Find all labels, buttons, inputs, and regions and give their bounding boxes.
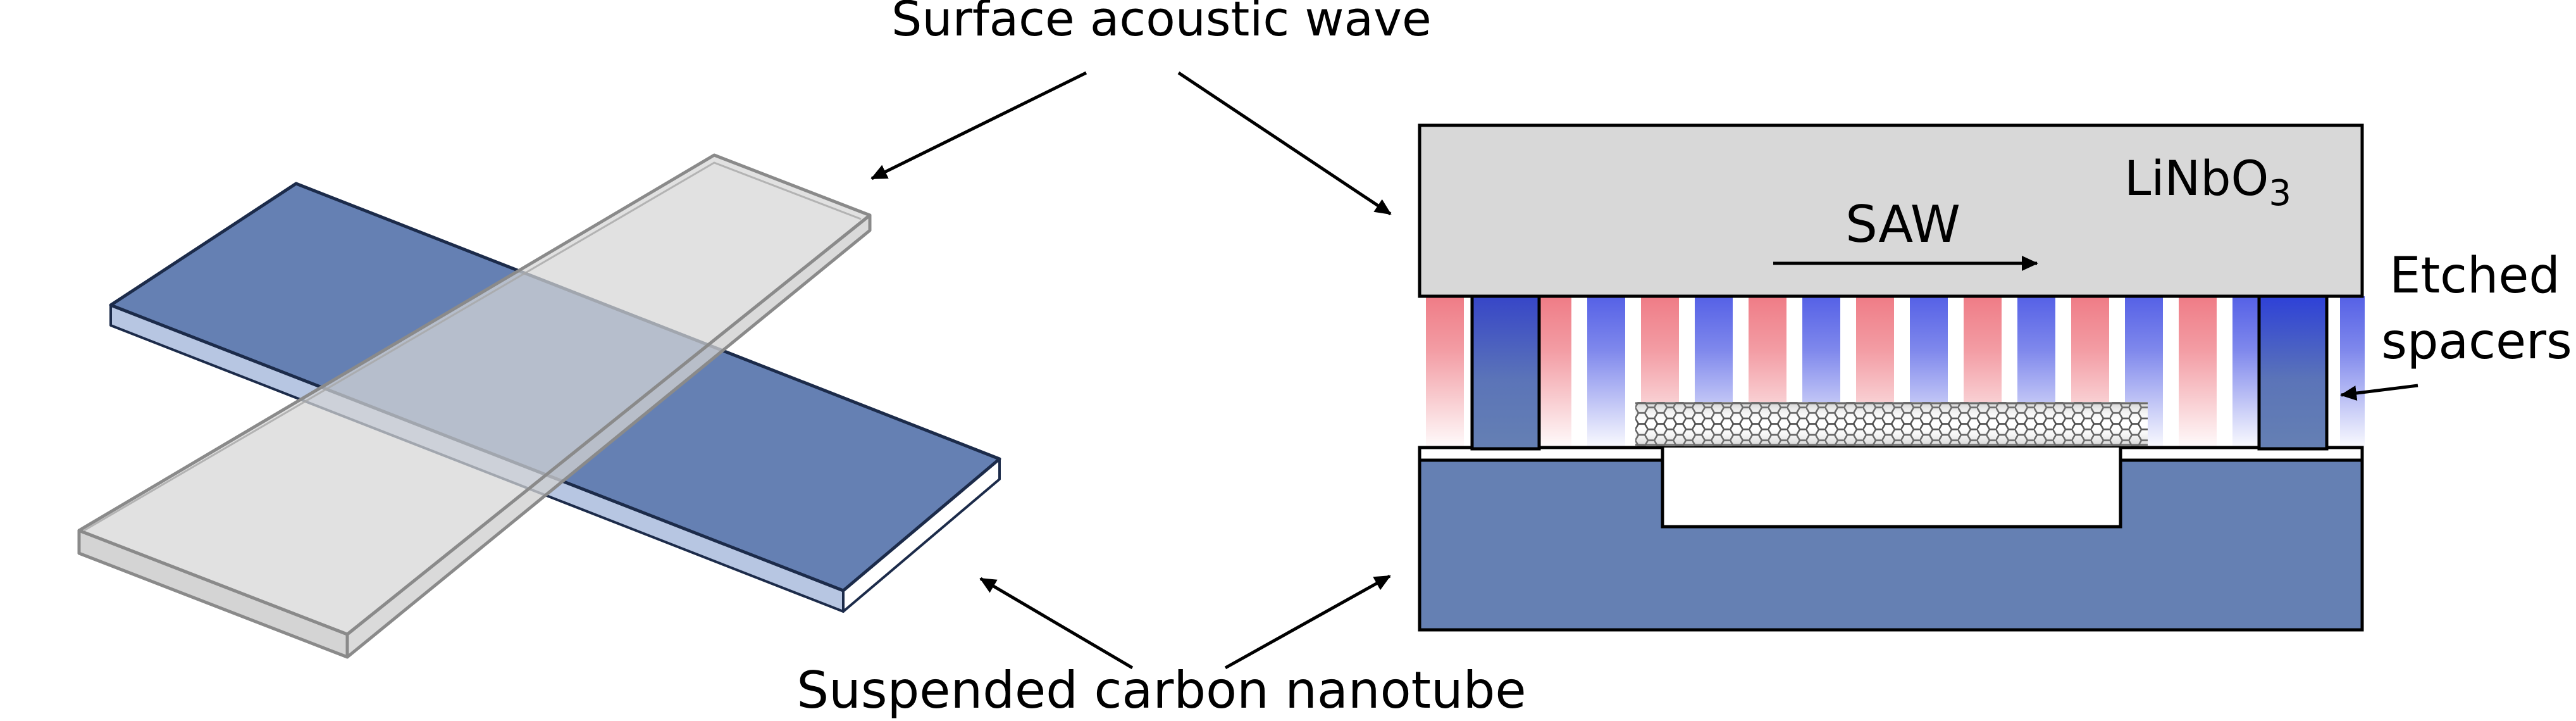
arrow-nanotube-to-3d	[979, 577, 1134, 670]
trench-substrate	[1418, 446, 2364, 632]
arrow-saw-to-3d	[870, 71, 1087, 180]
cross-section-view	[1418, 123, 2365, 632]
label-linbo3-main: LiNbO	[2124, 150, 2269, 206]
carbon-nanotube	[1635, 402, 2148, 446]
label-linbo3-subscript: 3	[2269, 173, 2291, 214]
label-suspended-carbon-nanotube: Suspended carbon nanotube	[796, 661, 1526, 720]
label-linbo3: LiNbO3	[2124, 150, 2291, 214]
label-saw: SAW	[1845, 195, 1960, 254]
etched-spacer-left	[1470, 293, 1541, 451]
pointer-arrows	[870, 71, 2418, 670]
label-surface-acoustic-wave: Surface acoustic wave	[891, 0, 1432, 47]
arrow-saw-to-cross-section	[1177, 71, 1392, 216]
label-spacers: spacers	[2381, 313, 2572, 370]
linbo3-substrate	[1418, 123, 2364, 298]
label-etched: Etched	[2389, 248, 2560, 304]
perspective-view	[77, 153, 1001, 659]
arrow-nanotube-to-cross-section	[1224, 574, 1391, 670]
linbo3-glass-plate	[77, 153, 872, 659]
etched-spacer-right	[2257, 293, 2329, 451]
arrow-to-spacer	[2340, 384, 2418, 401]
